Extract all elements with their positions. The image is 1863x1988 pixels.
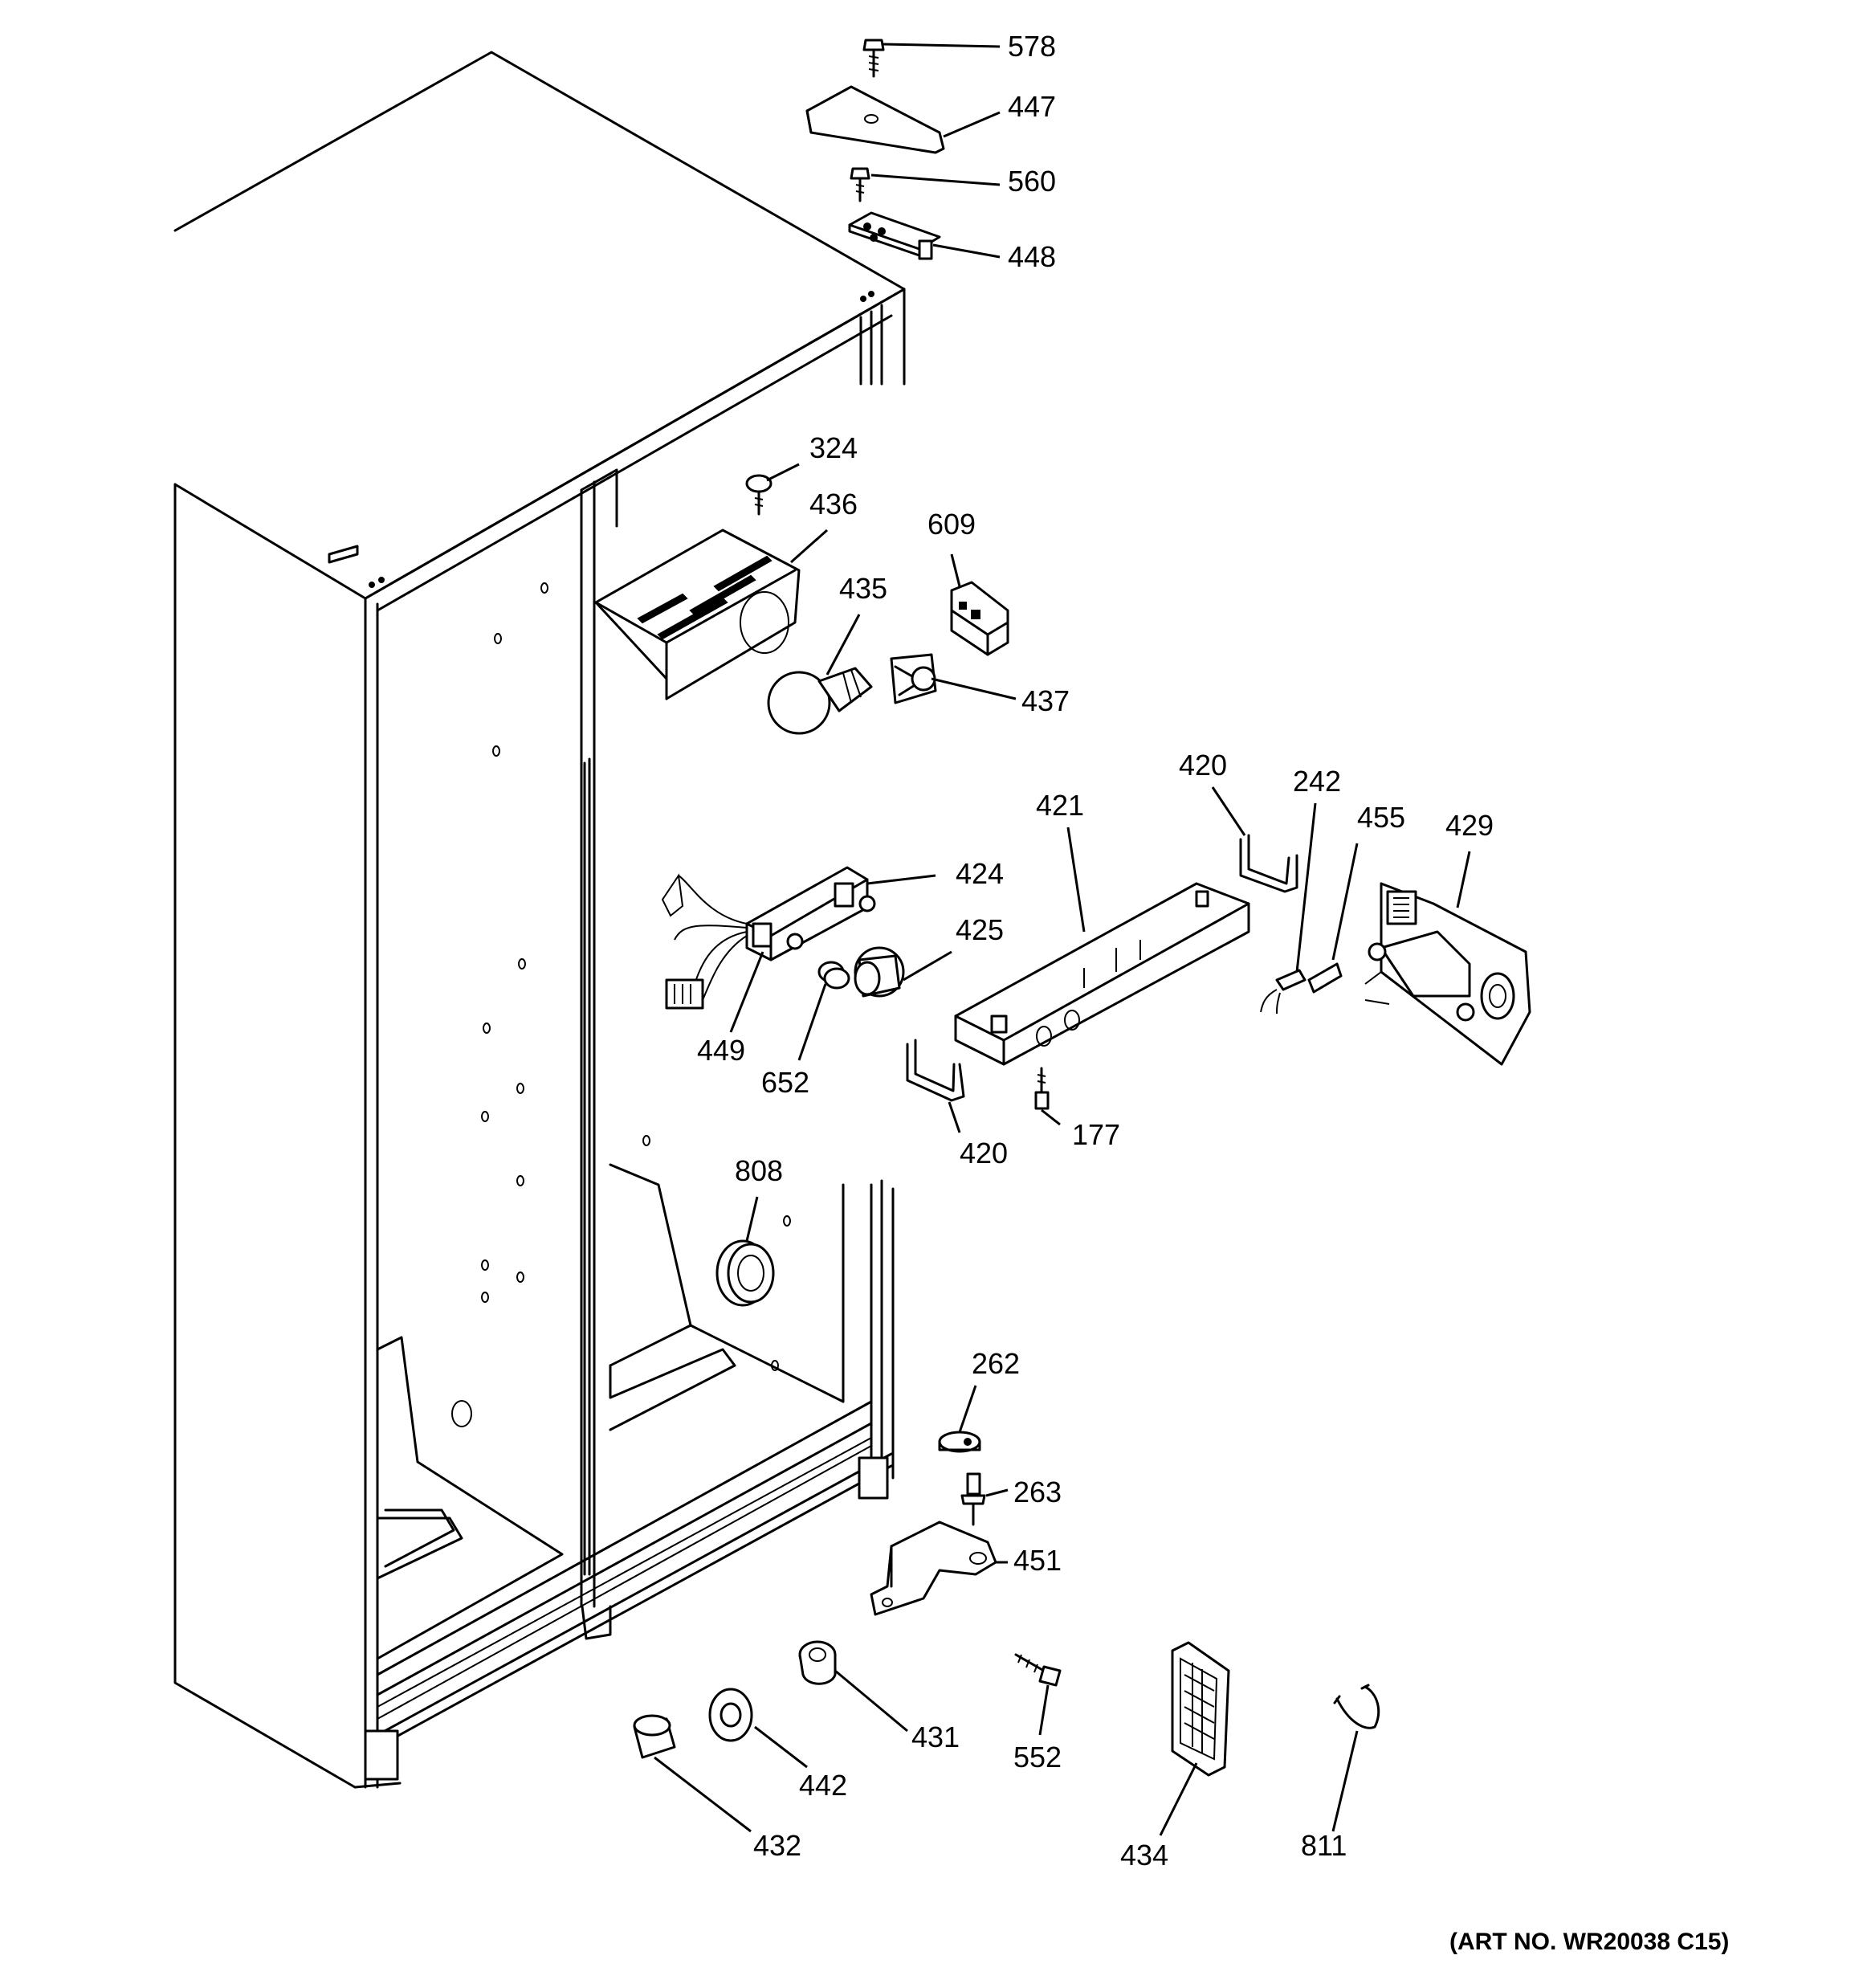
callout-455: 455 [1357, 801, 1405, 834]
washer-442 [708, 1688, 753, 1742]
leader-lines [654, 43, 1471, 1836]
callout-811: 811 [1301, 1829, 1347, 1862]
callout-263: 263 [1013, 1476, 1062, 1508]
light-shield-436 [594, 529, 801, 700]
refrigerator-cabinet [173, 51, 906, 1789]
callout-442: 442 [799, 1769, 847, 1802]
callout-435: 435 [839, 572, 887, 605]
callout-420-top: 420 [1179, 749, 1227, 782]
hinge-cover-447 [805, 85, 945, 154]
roller-431 [798, 1640, 837, 1685]
callout-578: 578 [1008, 30, 1056, 63]
callout-437: 437 [1021, 684, 1070, 717]
hinge-451 [870, 1521, 997, 1616]
light-socket-437 [890, 653, 937, 704]
callout-labels: 578 447 560 448 324 436 609 435 437 420 … [697, 30, 1494, 1872]
callout-436: 436 [809, 488, 858, 520]
callout-262: 262 [972, 1347, 1020, 1380]
callout-434: 434 [1120, 1839, 1168, 1872]
callout-429: 429 [1445, 809, 1494, 842]
screw-552 [1014, 1653, 1062, 1687]
switch-609 [950, 581, 1009, 656]
knob-425 [854, 946, 905, 998]
grommet-808 [715, 1239, 775, 1307]
clip-811 [1333, 1684, 1380, 1729]
bushing-262 [938, 1431, 981, 1453]
callout-808: 808 [735, 1154, 783, 1187]
screw-177 [1034, 1067, 1050, 1110]
callout-424: 424 [956, 857, 1004, 890]
bushing-652 [817, 961, 850, 990]
control-housing-421 [954, 882, 1250, 1066]
hinge-448 [848, 211, 941, 260]
pin-263 [960, 1472, 986, 1526]
callout-652: 652 [761, 1066, 809, 1099]
art-number: (ART NO. WR20038 C15) [1449, 1929, 1729, 1955]
callout-449: 449 [697, 1034, 745, 1067]
callout-560: 560 [1008, 165, 1056, 198]
callout-421: 421 [1036, 789, 1084, 822]
callout-324: 324 [809, 431, 858, 464]
wiring-harness-424 [661, 866, 876, 1010]
callout-425: 425 [956, 913, 1004, 946]
light-bulb-435 [767, 667, 873, 735]
clip-420-bottom [906, 1039, 965, 1102]
damper-429 [1364, 882, 1531, 1066]
thermistor-242 [1260, 969, 1307, 1014]
screw-324 [745, 474, 773, 516]
grille-434 [1171, 1641, 1230, 1777]
screw-560 [850, 167, 870, 202]
callout-242: 242 [1293, 765, 1341, 798]
callout-552: 552 [1013, 1741, 1062, 1774]
callout-451: 451 [1013, 1544, 1062, 1577]
callout-431: 431 [911, 1721, 960, 1753]
spacer-432 [633, 1714, 676, 1759]
clip-420-top [1239, 834, 1298, 893]
screw-578 [862, 39, 885, 78]
callout-448: 448 [1008, 240, 1056, 273]
callout-420-bottom: 420 [960, 1137, 1008, 1170]
callout-432: 432 [753, 1829, 801, 1862]
callout-609: 609 [927, 508, 976, 541]
callout-177: 177 [1072, 1118, 1120, 1151]
callout-447: 447 [1008, 90, 1056, 123]
cover-455 [1307, 962, 1343, 994]
